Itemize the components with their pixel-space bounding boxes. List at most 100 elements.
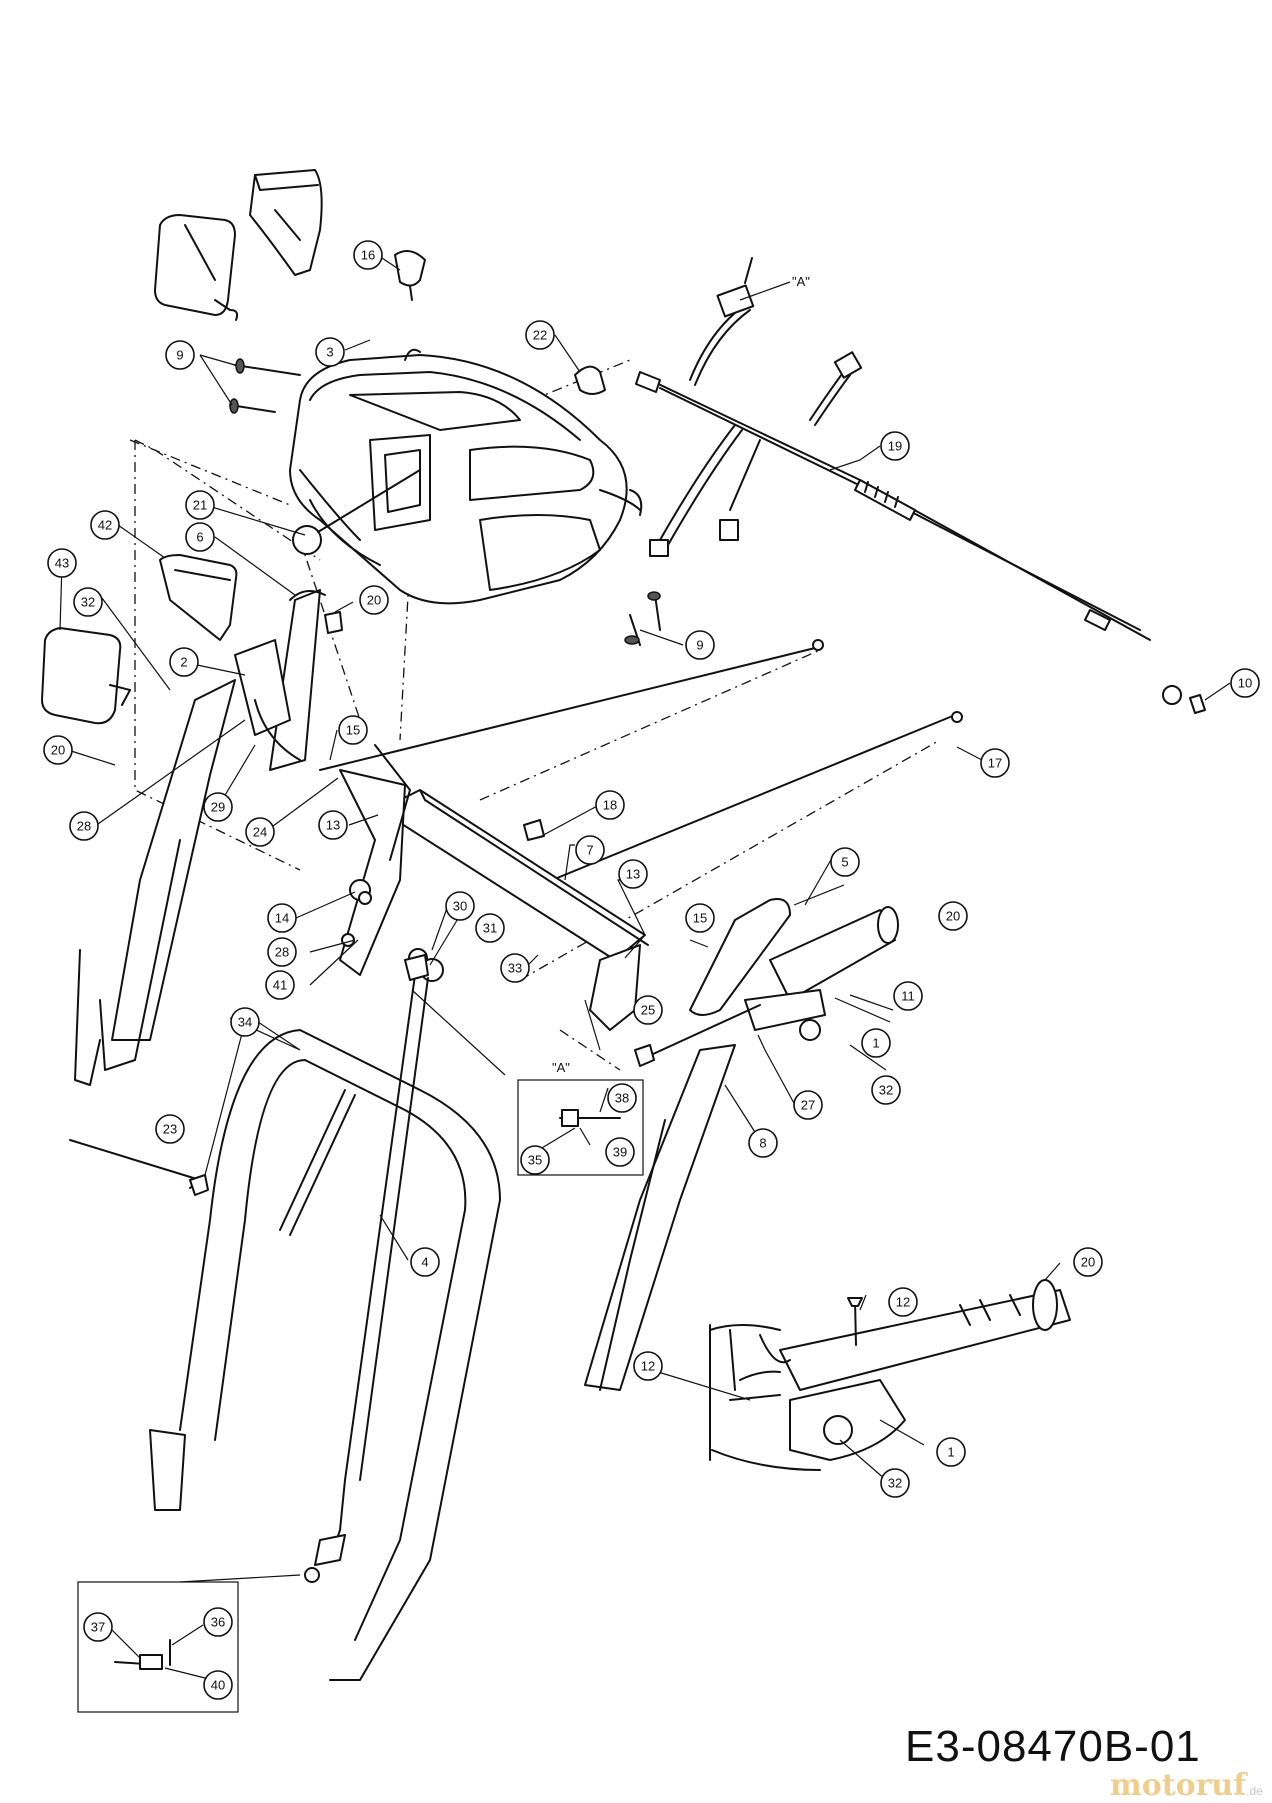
handle-inset-detail	[709, 1279, 1071, 1471]
callout-label: 4	[421, 1255, 428, 1270]
right-handle-tube	[584, 1044, 736, 1391]
callout-41: 41	[265, 970, 295, 1000]
callout-35: 35	[520, 1145, 550, 1175]
shift-rod	[304, 954, 429, 1583]
callout-42: 42	[90, 510, 120, 540]
callout-label: 23	[163, 1122, 177, 1137]
watermark-brand: motoruf	[1110, 1768, 1247, 1803]
callout-label: 27	[801, 1098, 815, 1113]
callout-28a: 28	[69, 811, 99, 841]
callout-label: 20	[367, 593, 381, 608]
rod-long-upper	[319, 647, 816, 771]
callout-12b: 12	[633, 1351, 663, 1381]
callout-label: 24	[253, 825, 267, 840]
callout-17: 17	[980, 748, 1010, 778]
callout-label: 32	[879, 1083, 893, 1098]
callout-30: 30	[445, 891, 475, 921]
callout-label: 10	[1238, 676, 1252, 691]
callout-label: 17	[988, 756, 1002, 771]
callout-label: 6	[196, 530, 203, 545]
callout-label: 41	[273, 978, 287, 993]
callout-label: 20	[946, 909, 960, 924]
callout-label: 21	[193, 498, 207, 513]
callout-label: 8	[759, 1136, 766, 1151]
callout-label: 43	[55, 556, 69, 571]
callout-20d: 20	[1073, 1247, 1103, 1277]
view-reference-mid: "A"	[552, 1060, 570, 1075]
callout-2: 2	[169, 647, 199, 677]
callout-label: 3	[326, 345, 333, 360]
callout-label: 20	[51, 743, 65, 758]
callout-label: 40	[211, 1678, 225, 1693]
left-upper-handle	[234, 589, 343, 771]
callout-22: 22	[525, 320, 555, 350]
callout-33: 33	[500, 953, 530, 983]
callout-label: 12	[896, 1295, 910, 1310]
lower-u-frame	[149, 1029, 501, 1681]
callout-4: 4	[410, 1247, 440, 1277]
callout-15a: 15	[338, 715, 368, 745]
callout-label: 15	[693, 911, 707, 926]
callout-label: 32	[81, 595, 95, 610]
callout-label: 18	[603, 798, 617, 813]
callout-label: 15	[346, 723, 360, 738]
callout-label: 28	[77, 819, 91, 834]
control-bracket	[339, 744, 649, 1031]
callout-label: 11	[901, 989, 915, 1004]
drawing-number: E3-08470B-01	[905, 1722, 1201, 1771]
callout-label: 20	[1081, 1255, 1095, 1270]
callout-27: 27	[793, 1090, 823, 1120]
callout-24: 24	[245, 817, 275, 847]
callout-label: 7	[586, 843, 593, 858]
callout-9a: 9	[165, 340, 195, 370]
callout-label: 33	[508, 961, 522, 976]
callout-3: 3	[315, 337, 345, 367]
callout-label: 29	[211, 800, 225, 815]
drawing-lines	[41, 169, 1206, 1713]
callout-21: 21	[185, 490, 215, 520]
wire-harness	[635, 257, 1206, 714]
callout-label: 35	[528, 1153, 542, 1168]
callout-label: 1	[947, 1445, 954, 1460]
callout-39: 39	[605, 1137, 635, 1167]
callout-29: 29	[203, 792, 233, 822]
watermark-suffix: .de	[1246, 1784, 1263, 1798]
callout-1b: 1	[936, 1437, 966, 1467]
callout-15b: 15	[685, 903, 715, 933]
callout-label: 22	[533, 328, 547, 343]
right-handle-grip	[634, 898, 899, 1067]
callout-32c: 32	[880, 1468, 910, 1498]
callout-label: 34	[238, 1015, 252, 1030]
callout-label: 16	[361, 248, 375, 263]
callout-40: 40	[203, 1670, 233, 1700]
leader-lines	[59, 257, 1231, 1679]
callout-label: 2	[180, 655, 187, 670]
callout-9b: 9	[685, 630, 715, 660]
callout-12a: 12	[888, 1287, 918, 1317]
callout-38: 38	[607, 1083, 637, 1113]
callout-18: 18	[595, 790, 625, 820]
callout-20c: 20	[938, 901, 968, 931]
callout-6: 6	[185, 522, 215, 552]
rod-long-lower	[539, 714, 956, 886]
callout-43: 43	[47, 548, 77, 578]
console-cover	[289, 348, 643, 605]
callout-1a: 1	[861, 1028, 891, 1058]
callout-25: 25	[633, 995, 663, 1025]
callout-11: 11	[893, 981, 923, 1011]
callout-20b: 20	[43, 735, 73, 765]
view-reference-top: "A"	[792, 274, 810, 289]
callout-20a: 20	[359, 585, 389, 615]
callout-10: 10	[1230, 668, 1260, 698]
callout-label: 9	[176, 348, 183, 363]
callouts: 16 3 9 22 19 21 42 6 43 20 32 9 10 2 20 …	[43, 240, 1260, 1700]
callout-label: 13	[626, 867, 640, 882]
callout-36: 36	[203, 1607, 233, 1637]
detail-box-40	[77, 1574, 301, 1713]
callout-31: 31	[475, 913, 505, 943]
callout-label: 32	[888, 1476, 902, 1491]
callout-13a: 13	[318, 810, 348, 840]
callout-19: 19	[880, 431, 910, 461]
callout-label: 30	[453, 899, 467, 914]
